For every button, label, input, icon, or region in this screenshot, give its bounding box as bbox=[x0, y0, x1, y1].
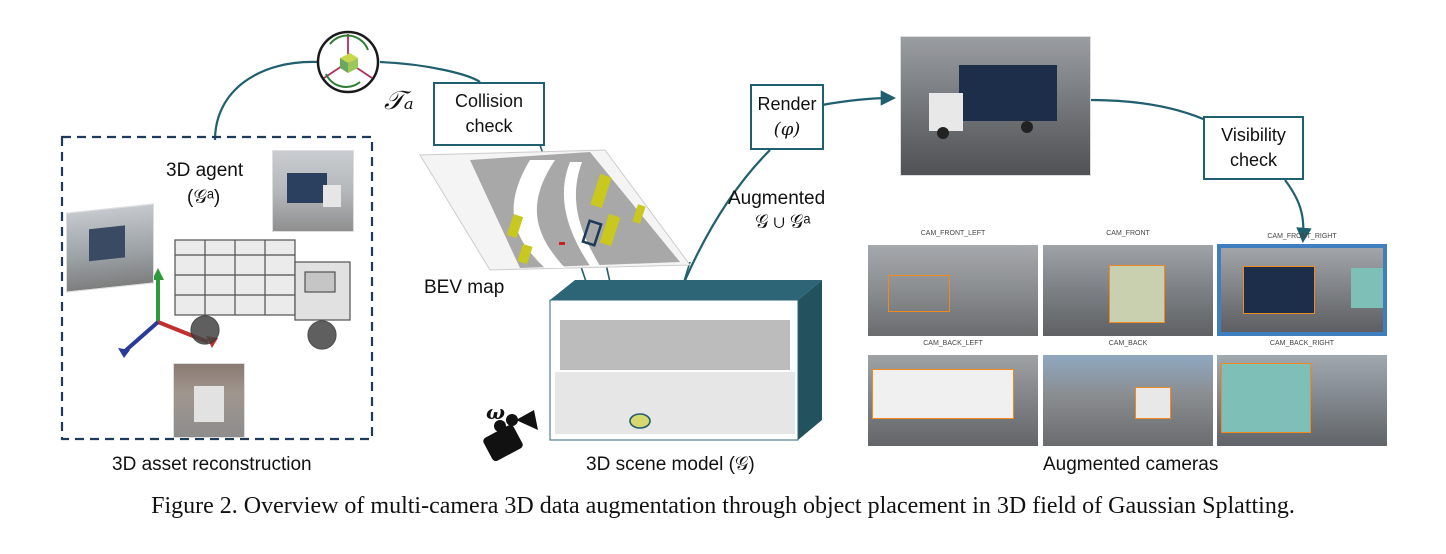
camera-back: CAM_BACK bbox=[1043, 340, 1213, 446]
agent-symbol: (𝒢ᵃ) bbox=[187, 187, 221, 208]
arrow-visibility-to-cameras bbox=[1284, 179, 1312, 244]
render-line1: Render bbox=[757, 94, 817, 114]
truck-photo-bottom bbox=[173, 363, 245, 438]
camera-front-left: CAM_FRONT_LEFT bbox=[868, 230, 1038, 336]
camera-front: CAM_FRONT bbox=[1043, 230, 1213, 336]
visibility-line1: Visibility bbox=[1221, 125, 1286, 145]
camera-label: CAM_FRONT_LEFT bbox=[920, 230, 986, 237]
camera-label: CAM_BACK_LEFT bbox=[923, 340, 983, 347]
render-output-photo bbox=[900, 36, 1091, 176]
bev-map bbox=[419, 149, 691, 271]
camera-label: CAM_BACK bbox=[1108, 340, 1148, 347]
asset-reconstruction-label: 3D asset reconstruction bbox=[112, 454, 312, 475]
scene-model-label: 3D scene model (𝒢) bbox=[586, 454, 755, 475]
transform-icon bbox=[316, 30, 380, 94]
bev-map-label: BEV map bbox=[424, 277, 505, 298]
camera-label: CAM_FRONT bbox=[1106, 230, 1150, 237]
truck-photo-top-right bbox=[272, 150, 354, 232]
camera-label: CAM_BACK_RIGHT bbox=[1269, 340, 1335, 347]
visibility-check-box: Visibility check bbox=[1203, 116, 1304, 180]
omega-label: ω bbox=[486, 400, 506, 424]
arc-photo-to-visibility bbox=[1089, 98, 1211, 123]
camera-back-left: CAM_BACK_LEFT bbox=[868, 340, 1038, 446]
visibility-line2: check bbox=[1229, 150, 1278, 170]
arrow-render-to-photo bbox=[821, 90, 897, 107]
render-line2: (φ) bbox=[773, 119, 801, 140]
augmented-cameras-label: Augmented cameras bbox=[1043, 454, 1219, 475]
scene-model-box bbox=[549, 280, 822, 441]
arc-transform-to-collision bbox=[379, 60, 481, 83]
truck-point-cloud bbox=[174, 239, 351, 350]
agent-title: 3D agent bbox=[166, 160, 244, 181]
camera-back-right: CAM_BACK_RIGHT bbox=[1217, 340, 1387, 446]
truck-photo-left bbox=[66, 203, 154, 293]
figure-caption: Figure 2. Overview of multi-camera 3D da… bbox=[151, 493, 1295, 519]
collision-line1: Collision bbox=[454, 91, 524, 111]
asset-frame bbox=[60, 135, 374, 441]
augmented-title: Augmented bbox=[728, 188, 826, 209]
camera-icon bbox=[483, 410, 538, 462]
collision-line2: check bbox=[465, 116, 513, 136]
arc-agent-to-transform bbox=[213, 60, 319, 141]
transform-label: 𝒯ₐ bbox=[384, 86, 414, 116]
augmented-formula: 𝒢 ∪ 𝒢ᵃ bbox=[755, 212, 811, 233]
collision-check-box: Collision check bbox=[433, 82, 545, 146]
render-box: Render (φ) bbox=[750, 84, 824, 150]
camera-front-right: CAM_FRONT_RIGHT bbox=[1217, 233, 1387, 336]
camera-label: CAM_FRONT_RIGHT bbox=[1267, 233, 1337, 240]
